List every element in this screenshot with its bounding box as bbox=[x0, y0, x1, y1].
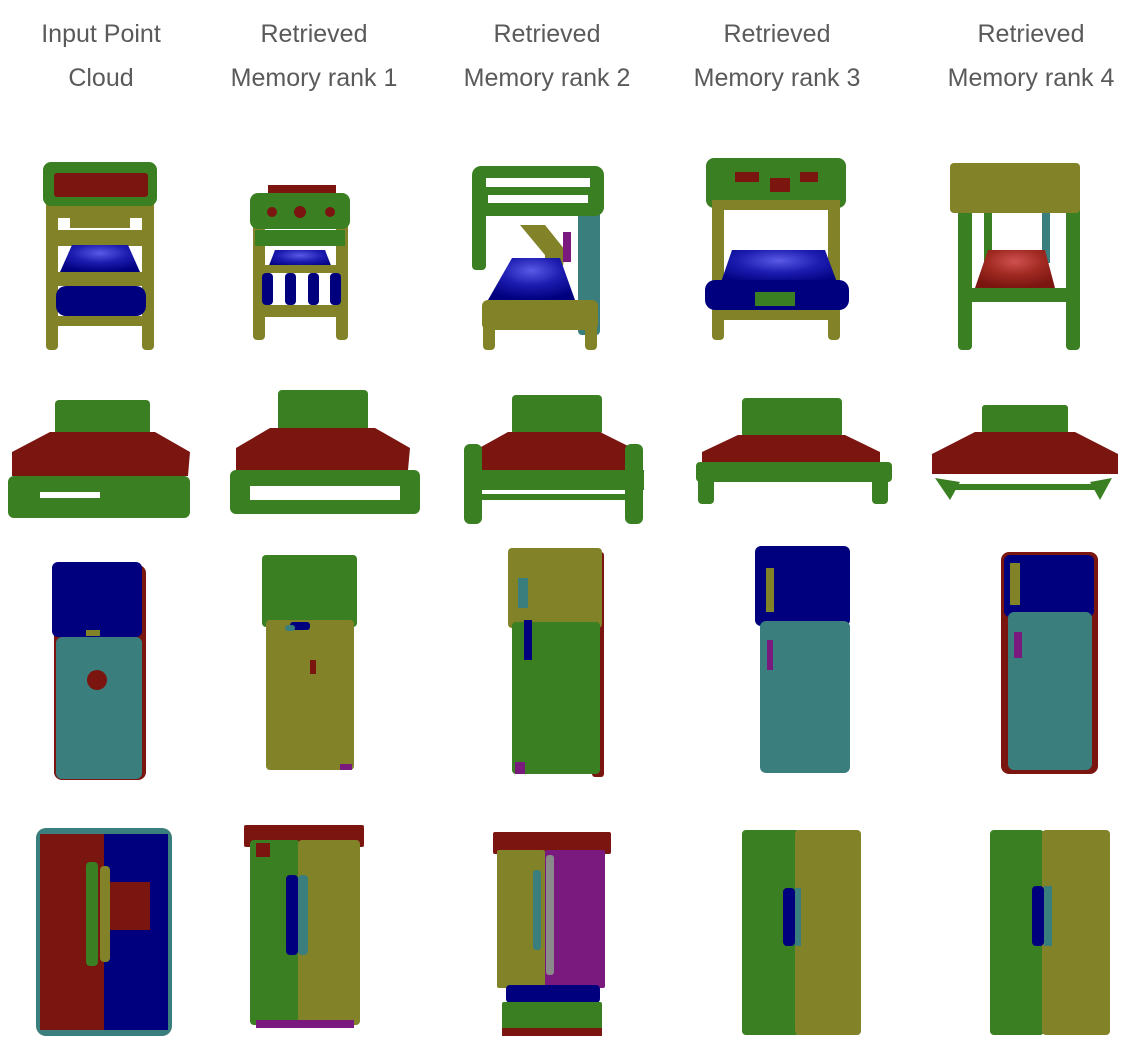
header-rank3-line1: Retrieved bbox=[723, 20, 831, 48]
row-bed bbox=[8, 390, 1118, 524]
bunk-bed-rank-4 bbox=[950, 163, 1080, 350]
bunk-bed-input bbox=[43, 162, 157, 350]
header-rank1-line1: Retrieved bbox=[260, 20, 368, 48]
fridge-top-rank-2 bbox=[508, 548, 604, 777]
bed-rank-3 bbox=[696, 398, 892, 504]
header-input-line2: Cloud bbox=[68, 64, 134, 92]
bunk-bed-rank-1 bbox=[250, 185, 350, 340]
fridge-side-rank-1 bbox=[244, 825, 364, 1028]
fridge-side-input bbox=[36, 828, 172, 1036]
header-rank3-line2: Memory rank 3 bbox=[693, 64, 861, 92]
bed-rank-4 bbox=[932, 405, 1118, 500]
header-rank4-line1: Retrieved bbox=[977, 20, 1085, 48]
header-input-line1: Input Point bbox=[41, 20, 161, 48]
row-refrigerator-side bbox=[36, 825, 1110, 1036]
bed-rank-2 bbox=[464, 395, 644, 524]
bed-input bbox=[8, 400, 190, 518]
header-memory-rank-4: Retrieved Memory rank 4 bbox=[931, 12, 1131, 100]
row-bunk-bed bbox=[43, 158, 1080, 350]
header-rank2-line2: Memory rank 2 bbox=[463, 64, 631, 92]
fridge-side-rank-3 bbox=[742, 830, 861, 1035]
fridge-side-rank-4 bbox=[990, 830, 1110, 1035]
header-memory-rank-3: Retrieved Memory rank 3 bbox=[677, 12, 877, 100]
header-rank4-line2: Memory rank 4 bbox=[947, 64, 1115, 92]
bunk-bed-rank-2 bbox=[472, 166, 604, 350]
fridge-top-rank-4 bbox=[1001, 552, 1098, 774]
fridge-top-rank-1 bbox=[262, 555, 357, 770]
fridge-side-rank-2 bbox=[493, 832, 611, 1036]
fridge-top-input bbox=[52, 562, 146, 780]
header-memory-rank-1: Retrieved Memory rank 1 bbox=[214, 12, 414, 100]
header-rank1-line2: Memory rank 1 bbox=[230, 64, 398, 92]
header-input-point-cloud: Input Point Cloud bbox=[1, 12, 201, 100]
bed-rank-1 bbox=[230, 390, 420, 514]
bunk-bed-rank-3 bbox=[705, 158, 849, 340]
fridge-top-rank-3 bbox=[755, 546, 850, 773]
header-memory-rank-2: Retrieved Memory rank 2 bbox=[447, 12, 647, 100]
row-refrigerator-top bbox=[52, 546, 1098, 780]
header-rank2-line1: Retrieved bbox=[493, 20, 601, 48]
